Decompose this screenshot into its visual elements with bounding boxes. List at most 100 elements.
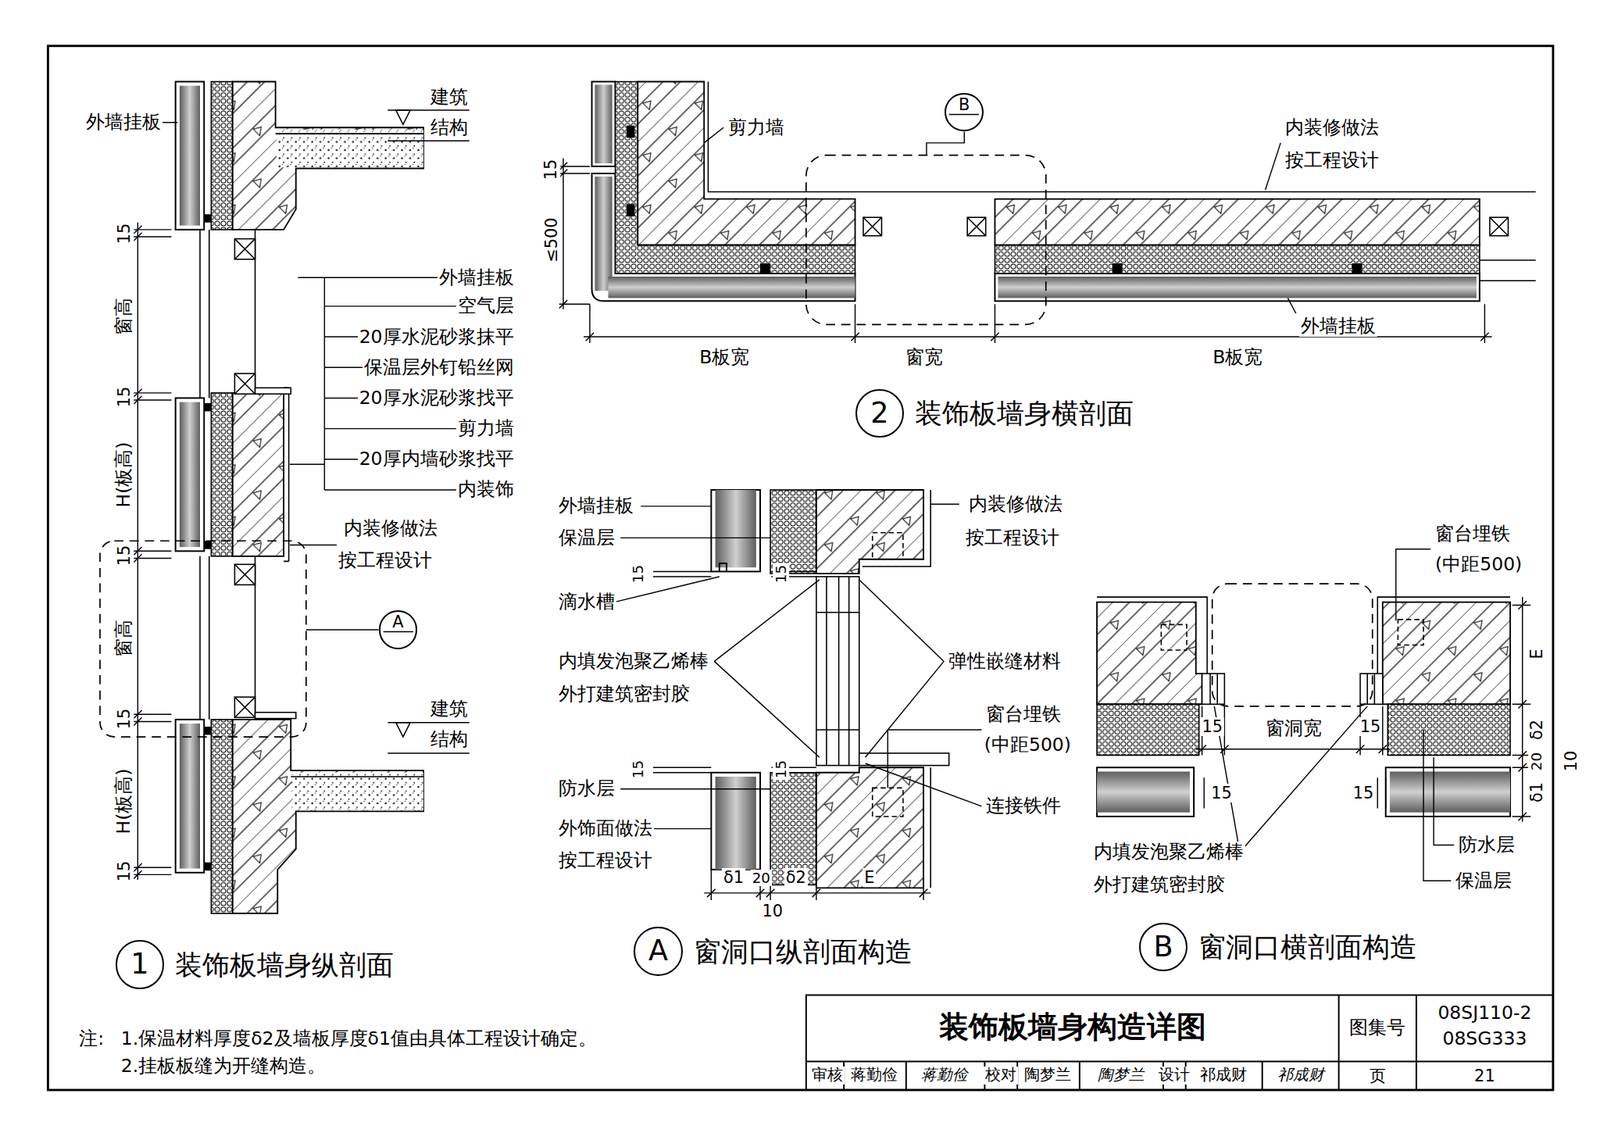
wall-panel: [179, 723, 200, 868]
callout-letter: A: [648, 936, 668, 966]
window-frame: [859, 753, 950, 766]
window-frame: [234, 239, 255, 260]
level-mark: [396, 110, 411, 125]
shear-wall: [232, 81, 424, 229]
window-frame: [234, 373, 255, 394]
wall-panel: [997, 276, 1477, 298]
marker-divider: [382, 631, 413, 633]
window-frame: [1360, 673, 1383, 704]
detail-boundary: [806, 155, 1047, 325]
note: 2.挂板板缝为开缝构造。: [119, 1055, 328, 1077]
part-label: 外墙挂板: [437, 267, 516, 289]
dimension: 15: [1358, 717, 1383, 736]
dimension: δ1: [1527, 780, 1547, 804]
level-mark: [396, 722, 411, 737]
shear-wall: [276, 129, 424, 168]
title-block-cell: 21: [1472, 1066, 1497, 1086]
window-frame: [1397, 619, 1424, 646]
part-label: 窗台埋铁: [1433, 523, 1512, 545]
part-label: 保温层外钉铅丝网: [362, 357, 516, 379]
insulation: [210, 81, 233, 914]
insulation: [994, 244, 1479, 274]
leader-line: [289, 544, 337, 546]
window-frame: [967, 217, 986, 236]
wall-panel: [1096, 771, 1190, 812]
dimension-line: [1518, 600, 1527, 821]
window-frame: [1479, 260, 1536, 281]
callout-letter: A: [392, 614, 404, 631]
part-label: 剪力墙: [456, 417, 516, 440]
part-label: 20厚水泥砂浆抹平: [357, 326, 516, 348]
dimension-line: [132, 222, 172, 880]
detail-caption: 窗洞口横剖面构造: [1198, 932, 1418, 961]
leader-line: [306, 628, 379, 630]
insulation: [210, 719, 233, 914]
dimension: 10: [760, 901, 785, 921]
window-frame: [234, 239, 255, 260]
detail-number: A窗洞口纵剖面构造: [633, 926, 683, 976]
title-block: [806, 995, 1554, 1090]
part-label: 连接铁件: [984, 795, 1063, 817]
window-frame: [872, 787, 904, 817]
window-frame: [234, 564, 255, 585]
dimension: 15: [772, 758, 790, 780]
detail-caption: 装饰板墙身纵剖面: [175, 950, 394, 979]
wall-panel: [710, 489, 761, 572]
wall-panel: [715, 489, 757, 568]
shear-wall: [232, 392, 284, 557]
insulation: [770, 489, 817, 574]
part-label: 滴水槽: [557, 591, 617, 613]
detail-boundary: [100, 540, 307, 737]
dimension-line: [132, 222, 172, 880]
level-label: 建筑: [428, 86, 470, 108]
window-frame: [255, 712, 297, 719]
window-frame: [283, 387, 290, 561]
dimension: δ2: [784, 867, 808, 887]
part-label: 外墙挂板: [557, 495, 636, 517]
part-label: (中距500): [1433, 553, 1524, 575]
sheet-frame: [47, 46, 1554, 1090]
dimension-line: [1193, 777, 1386, 808]
part-label: 外打建筑密封胶: [1092, 874, 1227, 896]
dimension: 15: [114, 706, 134, 731]
window-frame: [862, 489, 932, 888]
dimension-line: [133, 225, 142, 879]
wall-panel: [175, 719, 205, 873]
wall-panel: [994, 273, 1479, 301]
part-label: 防水层: [1457, 834, 1517, 856]
wall-panel: [594, 176, 612, 291]
drawing-title: 装饰板墙身构造详图: [937, 1010, 1208, 1045]
title-block: [806, 995, 1554, 1090]
dimension: 15: [541, 157, 561, 183]
dimension-line: [653, 571, 931, 900]
window-frame: [1096, 596, 1511, 674]
dimension: δ2: [1527, 717, 1547, 742]
shear-wall: [816, 489, 924, 888]
dimension-line: [653, 571, 817, 772]
wall-panel: [710, 489, 761, 870]
panel-clip: [203, 403, 211, 411]
wall-panel: [719, 563, 727, 572]
part-label: 内装修做法: [1283, 117, 1381, 139]
panel-clip: [203, 214, 211, 871]
detail-boundary: [100, 540, 307, 737]
shear-wall: [292, 772, 424, 811]
window-frame: [255, 387, 292, 394]
window-frame: [863, 217, 883, 236]
leader-line: [926, 131, 965, 155]
dimension: B板宽: [1210, 346, 1265, 368]
window-frame: [234, 696, 255, 718]
window-frame: [816, 576, 860, 766]
level-label: 结构: [428, 728, 470, 750]
note: 1.保温材料厚度δ2及墙板厚度δ1值由具体工程设计确定。: [119, 1028, 599, 1050]
title-block-cell: 设计: [1157, 1066, 1192, 1085]
shear-wall: [816, 489, 924, 574]
part-label: 剪力墙: [726, 117, 786, 139]
window-frame: [816, 576, 860, 766]
dimension: 15: [629, 562, 647, 584]
window-frame: [816, 489, 950, 888]
level-label: 建筑: [428, 698, 470, 720]
index-marker: B: [944, 92, 984, 133]
window-frame: [1202, 673, 1225, 704]
insulation: [210, 81, 233, 229]
